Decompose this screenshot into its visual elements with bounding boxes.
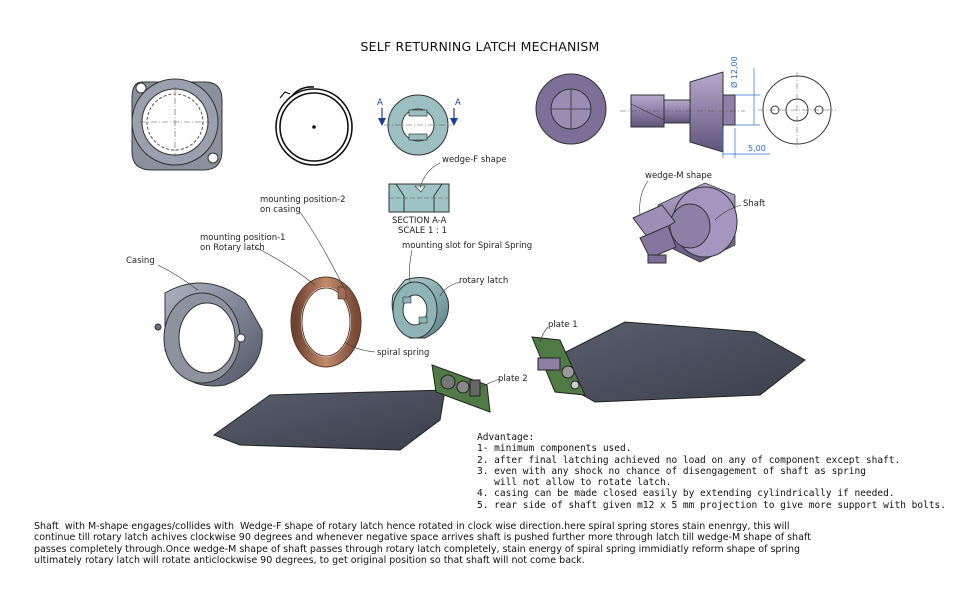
callout-mounting-2-line2: on casing	[260, 205, 301, 215]
shaft-side-view	[620, 68, 770, 158]
callout-mounting-slot: mounting slot for Spiral Spring	[402, 241, 533, 251]
casing-front-view	[131, 78, 223, 171]
advantage-line: 5. rear side of shaft given m12 x 5 mm p…	[477, 499, 946, 511]
callout-plate-1: plate 1	[548, 320, 578, 330]
callout-mounting-2-line1: mounting position-2	[260, 195, 346, 205]
advantages-block: Advantage: 1- minimum components used. 2…	[477, 432, 946, 511]
description-line: passes completely through.Once wedge-M s…	[34, 543, 801, 555]
callout-casing: Casing	[126, 256, 155, 266]
callout-wedge-m: wedge-M shape	[645, 171, 712, 181]
spiral-spring-front-view	[275, 86, 353, 166]
callout-spiral-spring: spiral spring	[377, 348, 430, 358]
spring-isometric	[290, 276, 362, 368]
description-line: ultimately rotary latch will rotate anti…	[34, 555, 585, 567]
casing-isometric	[154, 282, 263, 387]
description-paragraph: Shaft with M-shape engages/collides with…	[34, 521, 934, 567]
advantage-line: 4. casing can be made closed easily by e…	[477, 488, 895, 500]
advantages-heading: Advantage:	[477, 432, 535, 443]
callout-mounting-1-line2: on Rotary latch	[200, 243, 265, 253]
callout-mounting-1-line1: mounting position-1	[200, 233, 286, 243]
length-dimension: 5,00	[748, 144, 766, 153]
diameter-dimension: Ø 12,00	[730, 56, 739, 88]
callout-rotary-latch: rotary latch	[459, 276, 509, 286]
callout-plate-2: plate 2	[498, 374, 528, 384]
shaft-isometric	[632, 182, 738, 264]
advantage-line: will not allow to rotate latch.	[477, 477, 672, 489]
description-line: continue till rotary latch achives clock…	[34, 532, 811, 544]
title: SELF RETURNING LATCH MECHANISM	[360, 39, 600, 54]
section-marker-left: A	[377, 98, 383, 108]
section-a-a-view	[388, 183, 450, 213]
description-line: Shaft with M-shape engages/collides with…	[34, 521, 790, 532]
section-label: SECTION A-A	[392, 216, 447, 226]
plate-1-assembly	[531, 321, 806, 403]
callout-shaft: Shaft	[743, 199, 766, 209]
rotary-latch-front-view	[378, 94, 458, 156]
scale-label: SCALE 1 : 1	[398, 226, 448, 236]
advantage-line: 2. after final latching achieved no load…	[477, 454, 901, 466]
shaft-end-view-right	[758, 72, 836, 148]
leader-lines	[157, 162, 742, 389]
plate-2-assembly	[212, 364, 491, 451]
shaft-end-view-left	[535, 73, 607, 145]
advantage-line: 3. even with any shock no chance of dise…	[477, 465, 866, 477]
advantage-line: 1- minimum components used.	[477, 443, 632, 455]
callout-wedge-f: wedge-F shape	[442, 155, 507, 165]
spring-inner-hook	[279, 91, 291, 99]
rotary-latch-isometric	[391, 277, 450, 339]
section-marker-right: A	[455, 98, 461, 108]
